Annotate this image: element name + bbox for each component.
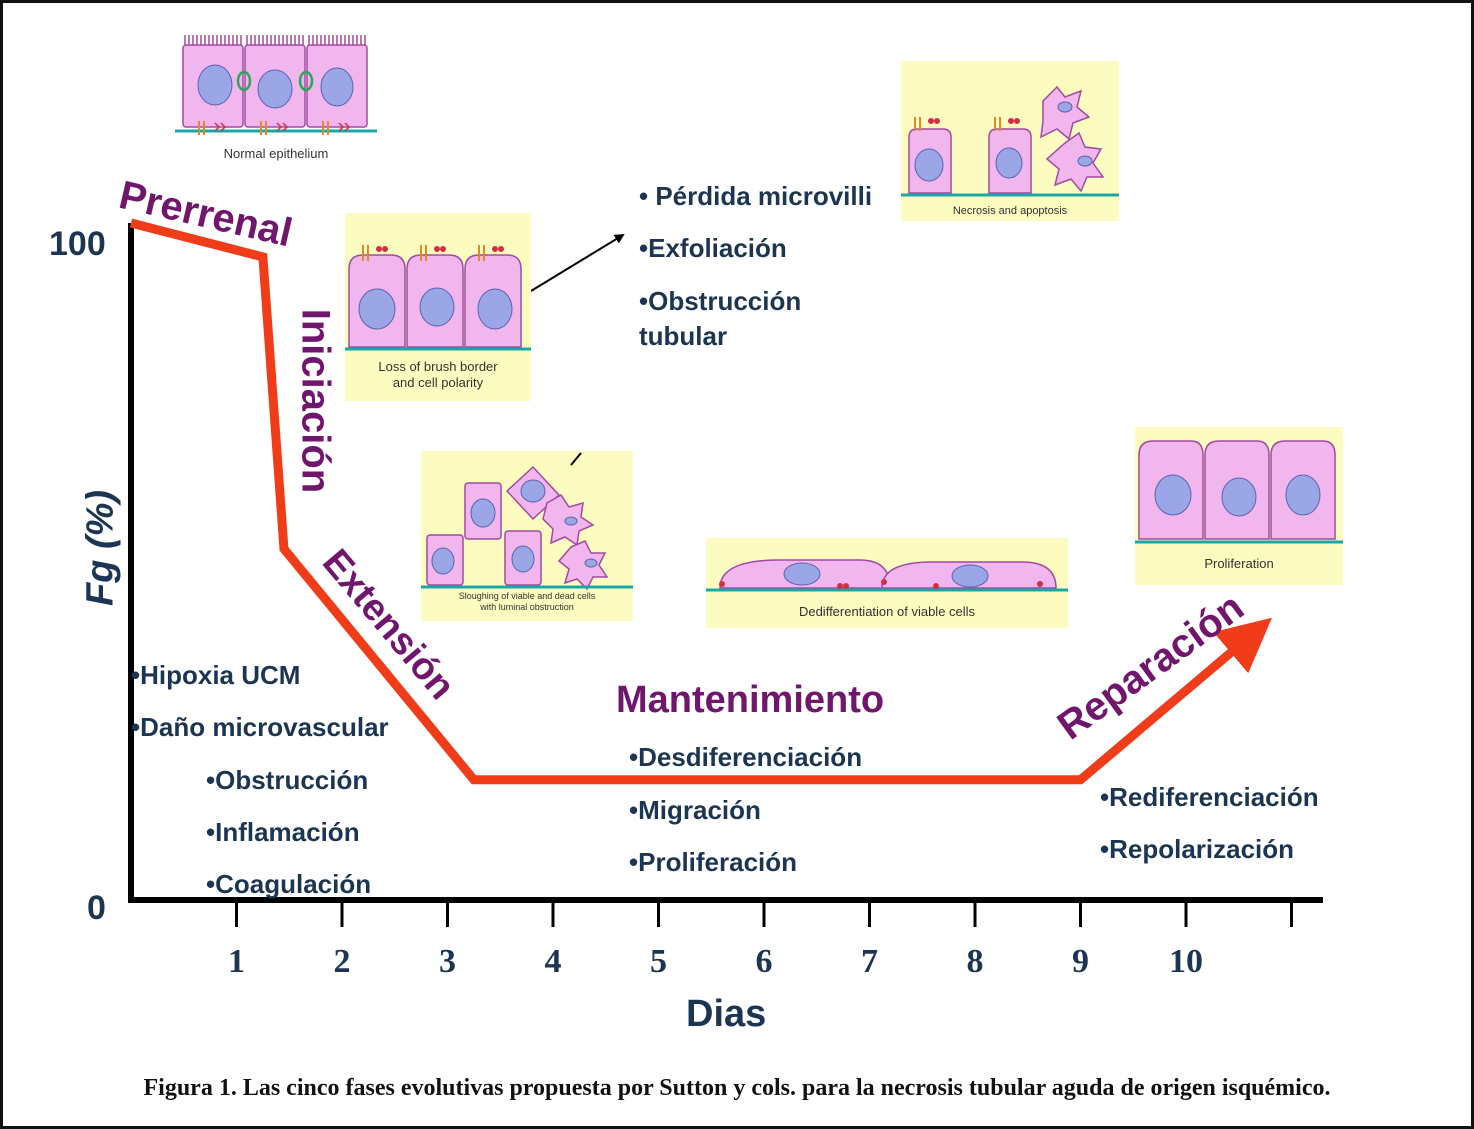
x-tick-label: 10	[1169, 943, 1203, 980]
x-tick-label: 3	[439, 943, 456, 980]
x-axis-label: Dias	[686, 993, 767, 1035]
x-tick-label: 1	[228, 943, 245, 980]
x-tick-label: 2	[333, 943, 351, 980]
figure-caption: Figura 1. Las cinco fases evolutivas pro…	[143, 1075, 1331, 1101]
panel-dediff-caption: Dedifferentiation of viable cells	[798, 604, 976, 619]
loss-bullet-exfoliacion: •Exfoliación	[639, 233, 787, 263]
brush-border-illustration	[345, 245, 531, 351]
x-tick-label: 4	[544, 943, 562, 980]
injury-bullet-inflamacion: •Inflamación	[206, 817, 360, 847]
panel-sloughing-cells: Sloughing of viable and dead cells with …	[421, 451, 633, 621]
sloughing-illustration	[421, 452, 633, 591]
panel-normal-caption: Normal epithelium	[223, 146, 329, 161]
injury-bullet-obstruccion: •Obstrucción	[206, 765, 369, 795]
injury-bullet-dano-microvascular: •Daño microvascular	[131, 712, 389, 742]
panel-brush-caption: Loss of brush border and cell polarity	[378, 359, 498, 390]
loss-bullet-tubular: tubular	[639, 321, 728, 351]
fg-curve-line	[129, 218, 1272, 785]
y-tick-label-100: 100	[49, 225, 106, 263]
x-tick-label: 5	[650, 943, 667, 980]
maintenance-bullet-desdiferenciacion: •Desdiferenciación	[629, 742, 863, 772]
injury-bullet-hipoxia: •Hipoxia UCM	[131, 660, 301, 690]
x-tick-label: 8	[966, 943, 984, 980]
repair-bullet-repolarizacion: •Repolarización	[1100, 834, 1295, 864]
panel-proliferation: Proliferation	[1135, 427, 1343, 585]
phase-label-mantenimiento: Mantenimiento	[616, 679, 885, 721]
panel-sloughing-caption: Sloughing of viable and dead cells with …	[458, 591, 596, 612]
loss-bullet-obstruccion: •Obstrucción	[639, 286, 802, 316]
panel-necrosis-apoptosis: Necrosis and apoptosis	[901, 61, 1119, 221]
panel-proliferation-caption: Proliferation	[1204, 556, 1274, 571]
panel-dedifferentiation: Dedifferentiation of viable cells	[706, 538, 1068, 628]
repair-bullet-rediferenciacion: •Rediferenciación	[1100, 782, 1319, 812]
dedifferentiation-illustration	[706, 559, 1068, 592]
loss-pointer-arrow	[530, 233, 625, 292]
maintenance-bullet-proliferacion: •Proliferación	[629, 847, 798, 877]
x-tick-marks	[235, 902, 1293, 927]
maintenance-bullet-migracion: •Migración	[629, 795, 761, 825]
normal-epithelium-illustration	[175, 35, 377, 135]
x-tick-label: 9	[1072, 943, 1089, 980]
chart-canvas	[128, 218, 1323, 927]
y-tick-label-0: 0	[87, 889, 106, 927]
necrosis-illustration	[901, 85, 1119, 197]
panel-loss-brush-border: Loss of brush border and cell polarity	[345, 213, 531, 401]
panel-necrosis-caption: Necrosis and apoptosis	[952, 205, 1068, 217]
loss-bullet-microvilli: • Pérdida microvilli	[639, 181, 873, 211]
y-axis-label: Fg (%)	[79, 489, 122, 607]
proliferation-illustration	[1135, 440, 1343, 544]
x-tick-label: 7	[861, 943, 878, 980]
x-tick-label: 6	[755, 943, 773, 980]
panel-normal-epithelium: Normal epithelium	[171, 25, 381, 167]
injury-bullet-coagulacion: •Coagulación	[206, 869, 372, 899]
phase-label-iniciacion: Iniciación	[293, 308, 338, 494]
